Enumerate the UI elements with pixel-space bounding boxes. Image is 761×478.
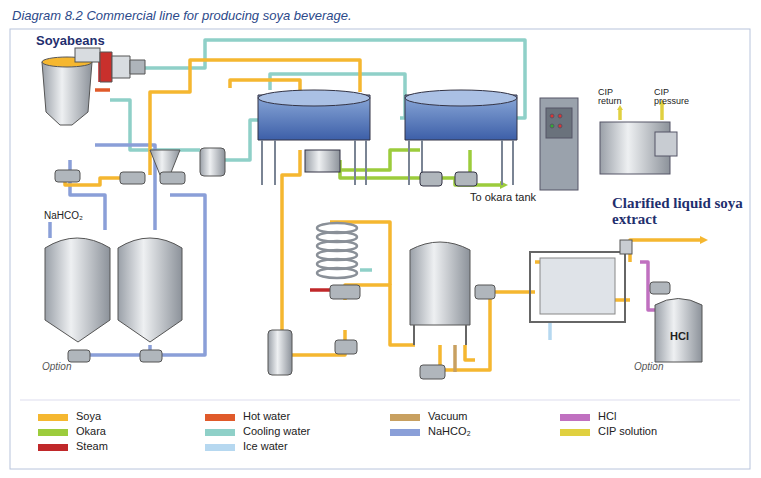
text-label: CIP return [598, 88, 634, 107]
legend-swatch [205, 429, 235, 436]
text-label: Soyabeans [36, 34, 105, 48]
legend-swatch [38, 444, 68, 451]
chemical-label: NaHCO₂ [44, 210, 83, 221]
text-label: CIP pressure [654, 88, 698, 107]
legend-text: CIP solution [598, 425, 657, 437]
option-label: Option [42, 361, 71, 372]
diagram-title: Diagram 8.2 Commercial line for producin… [12, 8, 352, 23]
option-label: Option [634, 361, 663, 372]
legend-text: Steam [76, 440, 108, 452]
legend-text: NaHCO₂ [428, 425, 471, 437]
legend-swatch [390, 414, 420, 421]
legend-swatch [205, 414, 235, 421]
legend-text: Soya [76, 410, 101, 422]
legend-text: Vacuum [428, 410, 468, 422]
legend-text: Okara [76, 425, 106, 437]
text-label: Clarified liquid soya extract [612, 196, 752, 228]
legend-swatch [205, 444, 235, 451]
legend-swatch [38, 429, 68, 436]
legend-swatch [560, 429, 590, 436]
legend-swatch [560, 414, 590, 421]
legend-text: Cooling water [243, 425, 310, 437]
legend-swatch [38, 414, 68, 421]
legend-text: HCl [598, 410, 616, 422]
text-label: To okara tank [470, 192, 536, 204]
legend-text: Ice water [243, 440, 288, 452]
legend-swatch [390, 429, 420, 436]
tank-label: HCl [670, 330, 689, 342]
legend-text: Hot water [243, 410, 290, 422]
